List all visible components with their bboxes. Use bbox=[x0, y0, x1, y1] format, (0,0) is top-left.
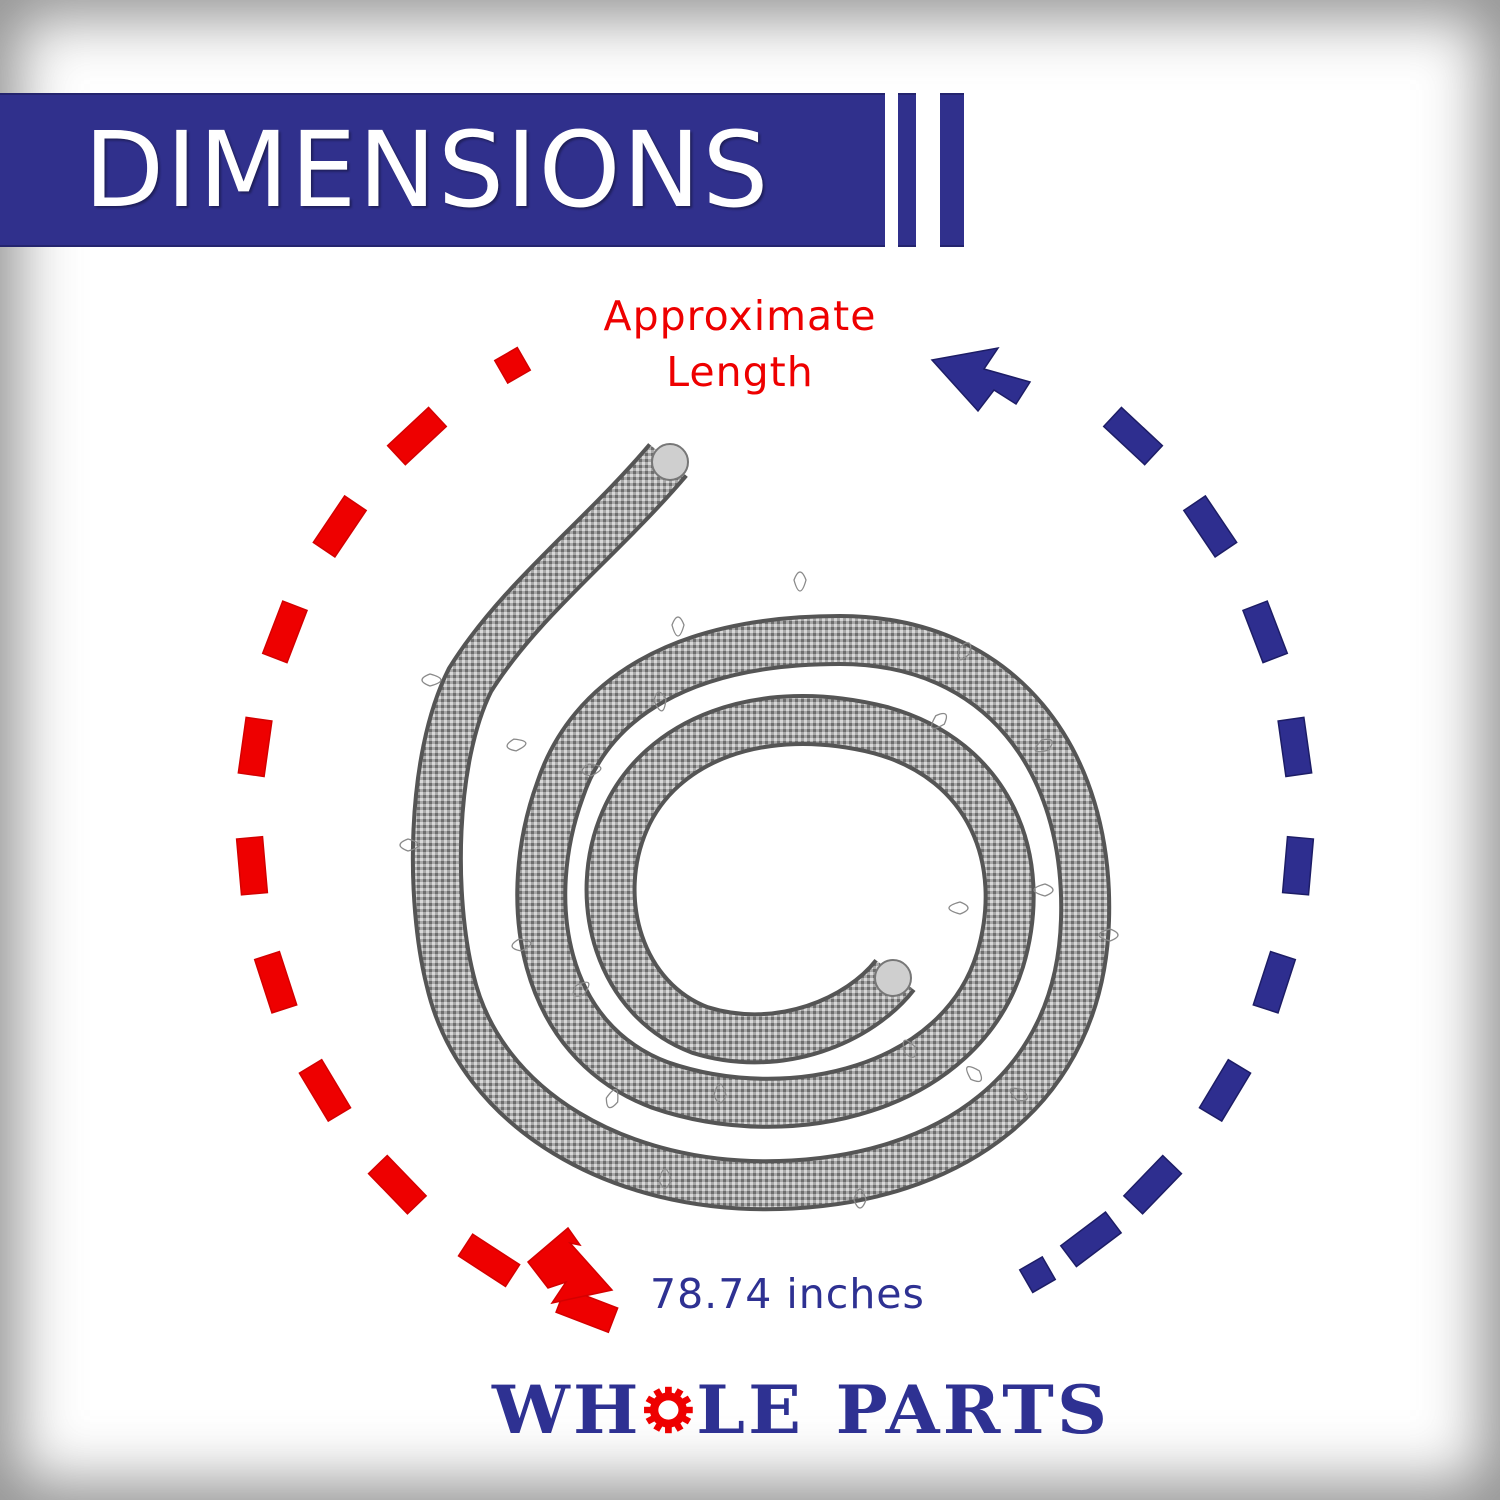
gear-tooth bbox=[673, 1421, 684, 1432]
arc-dash bbox=[1059, 1211, 1123, 1268]
label-line-1: Approximate bbox=[603, 292, 877, 340]
red-arrow-head-icon bbox=[526, 1226, 614, 1305]
gear-icon bbox=[644, 1386, 694, 1434]
gasket-end bbox=[874, 959, 912, 997]
gear-tooth bbox=[681, 1414, 692, 1425]
banner-title: DIMENSIONS bbox=[84, 109, 771, 231]
red-dashed-arc bbox=[235, 346, 619, 1334]
label-line-2: Length bbox=[666, 348, 814, 396]
wire-clip bbox=[605, 1089, 619, 1109]
brand-logo: WH LE PARTS bbox=[492, 1370, 1110, 1450]
gear-tooth bbox=[684, 1406, 694, 1414]
arc-dash bbox=[386, 406, 448, 466]
title-banner bbox=[0, 93, 885, 247]
arc-dash bbox=[457, 1233, 521, 1288]
arc-dash bbox=[1198, 1058, 1252, 1123]
wire-clip bbox=[902, 1039, 917, 1058]
blue-arrow-head-icon bbox=[930, 346, 1032, 413]
wire-clip bbox=[511, 938, 532, 952]
arc-dash bbox=[298, 1058, 352, 1123]
wire-clip bbox=[671, 616, 685, 637]
gear-tooth bbox=[646, 1395, 657, 1406]
wire-clip bbox=[572, 981, 590, 997]
gear-tooth bbox=[646, 1414, 657, 1425]
gear-tooth bbox=[644, 1406, 653, 1414]
gear-tooth bbox=[653, 1388, 664, 1399]
wire-clip bbox=[957, 642, 972, 661]
gear-tooth bbox=[673, 1388, 684, 1399]
wire-clip bbox=[421, 673, 442, 687]
gasket-end bbox=[651, 443, 689, 481]
gear-tooth bbox=[665, 1386, 673, 1395]
arc-dash bbox=[1102, 406, 1164, 466]
wire-clip bbox=[1098, 928, 1119, 942]
wire-clip bbox=[506, 738, 527, 752]
gasket-coil bbox=[410, 443, 1112, 1212]
wire-clip bbox=[1034, 738, 1053, 753]
gear-tooth bbox=[665, 1425, 673, 1434]
wire-clip bbox=[853, 1188, 867, 1209]
arc-dash bbox=[1252, 950, 1297, 1014]
arc-dash bbox=[312, 494, 368, 558]
gasket-clips bbox=[399, 571, 1119, 1209]
arc-dash bbox=[1182, 494, 1238, 558]
brand-text-part2: LE bbox=[696, 1371, 805, 1449]
wire-clip bbox=[1009, 1087, 1028, 1102]
arc-dash bbox=[1018, 1255, 1057, 1294]
arc-dash bbox=[1122, 1154, 1183, 1215]
arc-dash bbox=[235, 835, 269, 896]
blue-dashed-arc bbox=[1018, 406, 1315, 1294]
wire-clip bbox=[581, 763, 602, 777]
arc-dash bbox=[253, 950, 298, 1014]
wire-clip bbox=[948, 901, 969, 915]
arc-dash bbox=[1241, 600, 1289, 664]
wire-clip bbox=[931, 712, 948, 729]
wire-clip bbox=[399, 838, 420, 852]
wire-clip bbox=[653, 691, 667, 712]
wire-clip bbox=[793, 571, 807, 592]
wire-clip bbox=[1033, 883, 1054, 897]
wire-clip bbox=[713, 1083, 727, 1104]
brand-text-part3: PARTS bbox=[835, 1371, 1111, 1449]
arc-dash bbox=[1277, 716, 1313, 778]
approximate-length-label: Approximate Length bbox=[540, 288, 940, 400]
arc-dash bbox=[261, 600, 309, 664]
wire-clip bbox=[658, 1168, 672, 1189]
arc-dash bbox=[237, 716, 273, 778]
banner-stripe bbox=[940, 93, 964, 247]
arc-dash bbox=[367, 1154, 428, 1215]
brand-text-part1: WH bbox=[492, 1371, 642, 1449]
arc-dash bbox=[493, 346, 532, 385]
arc-dash bbox=[1281, 835, 1315, 896]
length-value: 78.74 inches bbox=[650, 1270, 925, 1318]
banner-stripe bbox=[898, 93, 916, 247]
gear-tooth bbox=[653, 1421, 664, 1432]
gear-tooth bbox=[681, 1395, 692, 1406]
wire-clip bbox=[966, 1066, 983, 1083]
